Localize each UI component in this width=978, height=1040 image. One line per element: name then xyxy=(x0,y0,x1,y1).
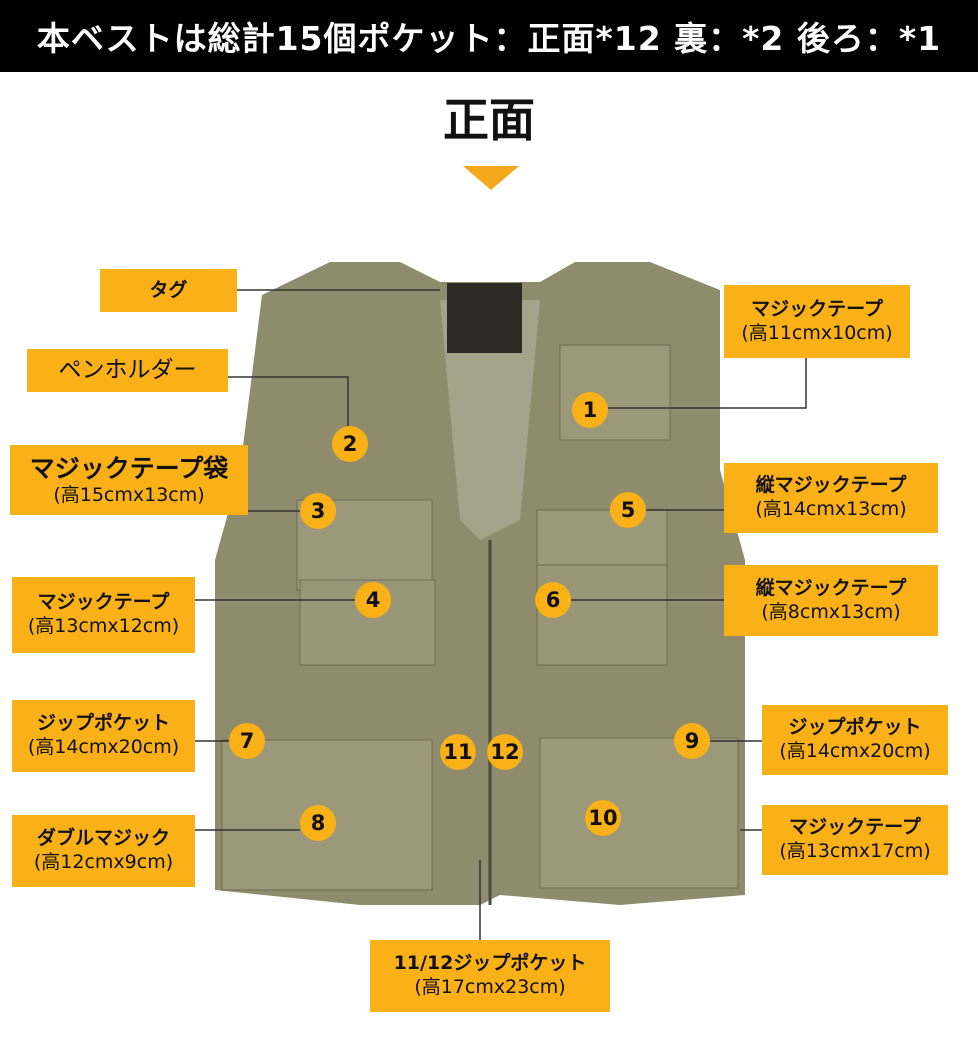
pocket-number-7: 7 xyxy=(229,723,265,759)
label-title: ジップポケット xyxy=(788,716,922,739)
pocket-1 xyxy=(559,344,671,441)
label-title: 縦マジックテープ xyxy=(755,576,907,599)
label-tag: タグ xyxy=(100,269,237,312)
label-pocket-7: ジップポケット(高14cmx20cm) xyxy=(12,700,195,772)
pocket-3 xyxy=(296,499,433,591)
label-size: (高14cmx13cm) xyxy=(755,498,907,520)
label-title: マジックテープ袋 xyxy=(29,453,229,483)
pocket-10 xyxy=(539,737,739,889)
label-title: マジックテープ xyxy=(37,591,170,614)
pocket-number-10: 10 xyxy=(585,800,621,836)
label-size: (高12cmx9cm) xyxy=(33,851,174,873)
label-pocket-11-12: 11/12ジップポケット(高17cmx23cm) xyxy=(370,940,610,1012)
pocket-number-11: 11 xyxy=(440,734,476,770)
pocket-number-6: 6 xyxy=(535,582,571,618)
label-title: 縦マジックテープ xyxy=(755,474,907,497)
label-size: (高17cmx23cm) xyxy=(414,976,566,998)
label-title: ペンホルダー xyxy=(58,357,197,384)
label-pocket-5: 縦マジックテープ(高14cmx13cm) xyxy=(724,463,938,533)
pocket-number-4: 4 xyxy=(355,582,391,618)
label-size: (高14cmx20cm) xyxy=(27,736,180,758)
label-title: タグ xyxy=(149,278,188,301)
brand-tag xyxy=(447,283,522,353)
header-banner: 本ベストは総計15個ポケット：正面*12 裏：*2 後ろ：*1 xyxy=(0,0,978,72)
label-size: (高14cmx20cm) xyxy=(779,740,931,762)
pocket-number-5: 5 xyxy=(610,492,646,528)
label-pocket-8: ダブルマジック(高12cmx9cm) xyxy=(12,815,195,887)
pocket-number-3: 3 xyxy=(300,493,336,529)
label-pocket-4: マジックテープ(高13cmx12cm) xyxy=(12,577,195,653)
label-pen-holder: ペンホルダー xyxy=(27,349,228,392)
label-size: (高15cmx13cm) xyxy=(53,483,205,506)
label-pocket-6: 縦マジックテープ(高8cmx13cm) xyxy=(724,565,938,636)
pocket-number-8: 8 xyxy=(300,805,336,841)
down-arrow-icon xyxy=(463,166,519,190)
label-size: (高13cmx12cm) xyxy=(27,615,180,637)
leader-lines xyxy=(195,289,807,940)
label-size: (高11cmx10cm) xyxy=(741,321,893,344)
section-title: 正面 xyxy=(443,93,535,147)
vest-mesh xyxy=(440,300,540,540)
pocket-number-2: 2 xyxy=(332,426,368,462)
label-pocket-3: マジックテープ袋(高15cmx13cm) xyxy=(10,445,248,515)
pocket-number-1: 1 xyxy=(572,392,608,428)
pocket-5 xyxy=(536,509,668,576)
label-pocket-9: ジップポケット(高14cmx20cm) xyxy=(762,705,948,775)
label-title: マジックテープ xyxy=(789,816,921,839)
label-title: ジップポケット xyxy=(36,712,170,735)
label-size: (高13cmx17cm) xyxy=(779,840,931,862)
pocket-number-9: 9 xyxy=(674,723,710,759)
label-title: ダブルマジック xyxy=(36,827,170,850)
label-size: (高8cmx13cm) xyxy=(761,600,901,623)
label-pocket-1: マジックテープ(高11cmx10cm) xyxy=(724,285,910,358)
label-pocket-10: マジックテープ(高13cmx17cm) xyxy=(762,805,948,875)
label-title: マジックテープ xyxy=(751,297,883,320)
label-title: 11/12ジップポケット xyxy=(393,952,587,975)
pocket-number-12: 12 xyxy=(487,734,523,770)
